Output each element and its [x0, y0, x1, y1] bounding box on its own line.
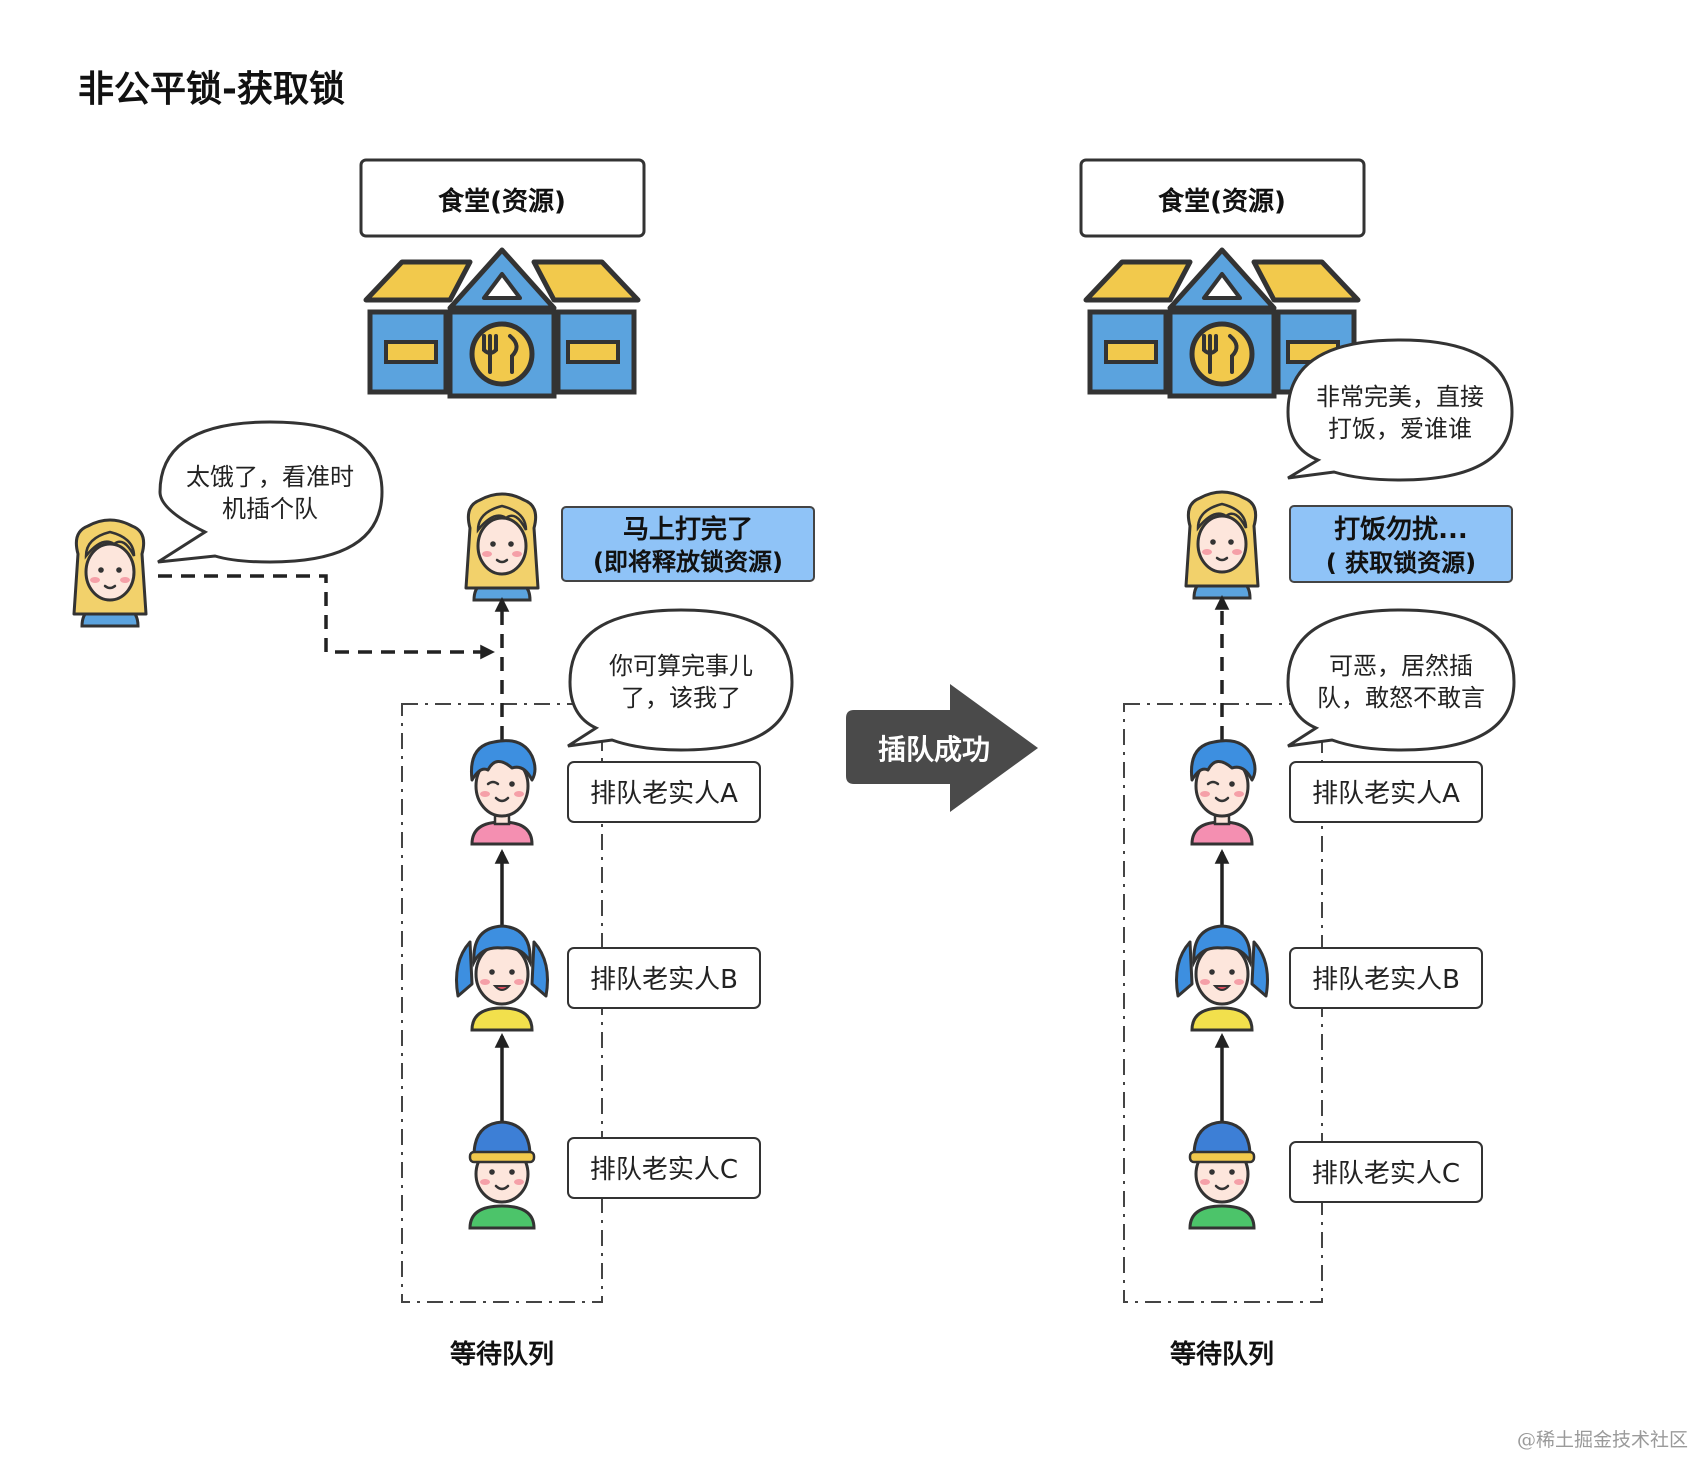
left-a-bubble-line2: 了，该我了 [621, 684, 741, 712]
left-hungry-bubble-line2: 机插个队 [222, 495, 318, 523]
right-queue-label: 等待队列 [1170, 1339, 1274, 1370]
left-person-c-box [567, 1137, 761, 1199]
left-status-line2: (即将释放锁资源) [593, 548, 783, 576]
right-top-bubble-line2: 打饭，爱谁谁 [1328, 415, 1472, 443]
page-title: 非公平锁-获取锁 [78, 69, 345, 110]
left-a-bubble: 你可算完事儿 了，该我了 [567, 608, 794, 752]
right-top-bubble-line1: 非常完美，直接 [1316, 383, 1484, 411]
left-a-bubble-line1: 你可算完事儿 [609, 652, 753, 680]
right-resource-box [1079, 158, 1366, 238]
right-top-bubble: 非常完美，直接 打饭，爱谁谁 [1286, 338, 1514, 482]
left-resource-label: 食堂(资源) [438, 186, 566, 217]
right-person-a-box [1289, 761, 1483, 823]
right-front-girl-avatar-icon [1184, 490, 1260, 600]
left-hungry-bubble: 太饿了，看准时 机插个队 [157, 420, 384, 564]
right-person-b-box [1289, 947, 1483, 1009]
right-resource-label: 食堂(资源) [1158, 186, 1286, 217]
right-person-c-avatar-icon [1188, 1120, 1256, 1230]
right-person-b-avatar-icon [1175, 924, 1269, 1032]
left-resource-box [359, 158, 646, 238]
right-status-box [1289, 505, 1513, 583]
left-status-box [561, 506, 815, 582]
left-front-girl-avatar-icon [464, 492, 540, 602]
left-person-b-label: 排队老实人B [590, 965, 738, 995]
left-person-a-avatar-icon [469, 739, 537, 846]
left-hungry-bubble-line1: 太饿了，看准时 [186, 463, 354, 491]
left-canteen-icon [366, 250, 638, 396]
left-queue-label: 等待队列 [450, 1339, 554, 1370]
left-status-line1: 马上打完了 [623, 514, 753, 545]
transition-arrow: 插队成功 [846, 684, 1038, 812]
right-person-c-box [1289, 1141, 1483, 1203]
left-panel: 食堂(资源) 太饿了，看准时 机插个队 马上打完了 (即将释放锁资源) 你可算完… [72, 158, 815, 1370]
right-a-bubble-line1: 可恶，居然插 [1329, 652, 1473, 680]
left-person-b-box [567, 947, 761, 1009]
left-jump-path-arrow [158, 574, 495, 660]
right-person-a-avatar-icon [1189, 739, 1257, 846]
left-jumper-avatar-icon [72, 518, 148, 628]
left-person-c-avatar-icon [468, 1120, 536, 1230]
right-status-line1: 打饭勿扰... [1334, 515, 1468, 545]
watermark: @稀土掘金技术社区 [1517, 1429, 1688, 1451]
left-person-c-label: 排队老实人C [590, 1155, 738, 1185]
right-person-a-label: 排队老实人A [1312, 779, 1460, 809]
right-status-line2: ( 获取锁资源) [1326, 549, 1476, 577]
right-person-b-label: 排队老实人B [1312, 965, 1460, 995]
left-person-a-box [567, 761, 761, 823]
right-a-bubble: 可恶，居然插 队，敢怒不敢言 [1286, 608, 1516, 752]
left-person-b-avatar-icon [455, 924, 549, 1032]
right-a-bubble-line2: 队，敢怒不敢言 [1317, 684, 1485, 712]
transition-label: 插队成功 [878, 733, 990, 766]
left-person-a-label: 排队老实人A [590, 779, 738, 809]
right-panel: 食堂(资源) 非常完美，直接 打饭，爱谁谁 打饭勿扰... ( 获取锁资源) 可… [1079, 158, 1516, 1370]
right-person-c-label: 排队老实人C [1312, 1159, 1460, 1189]
